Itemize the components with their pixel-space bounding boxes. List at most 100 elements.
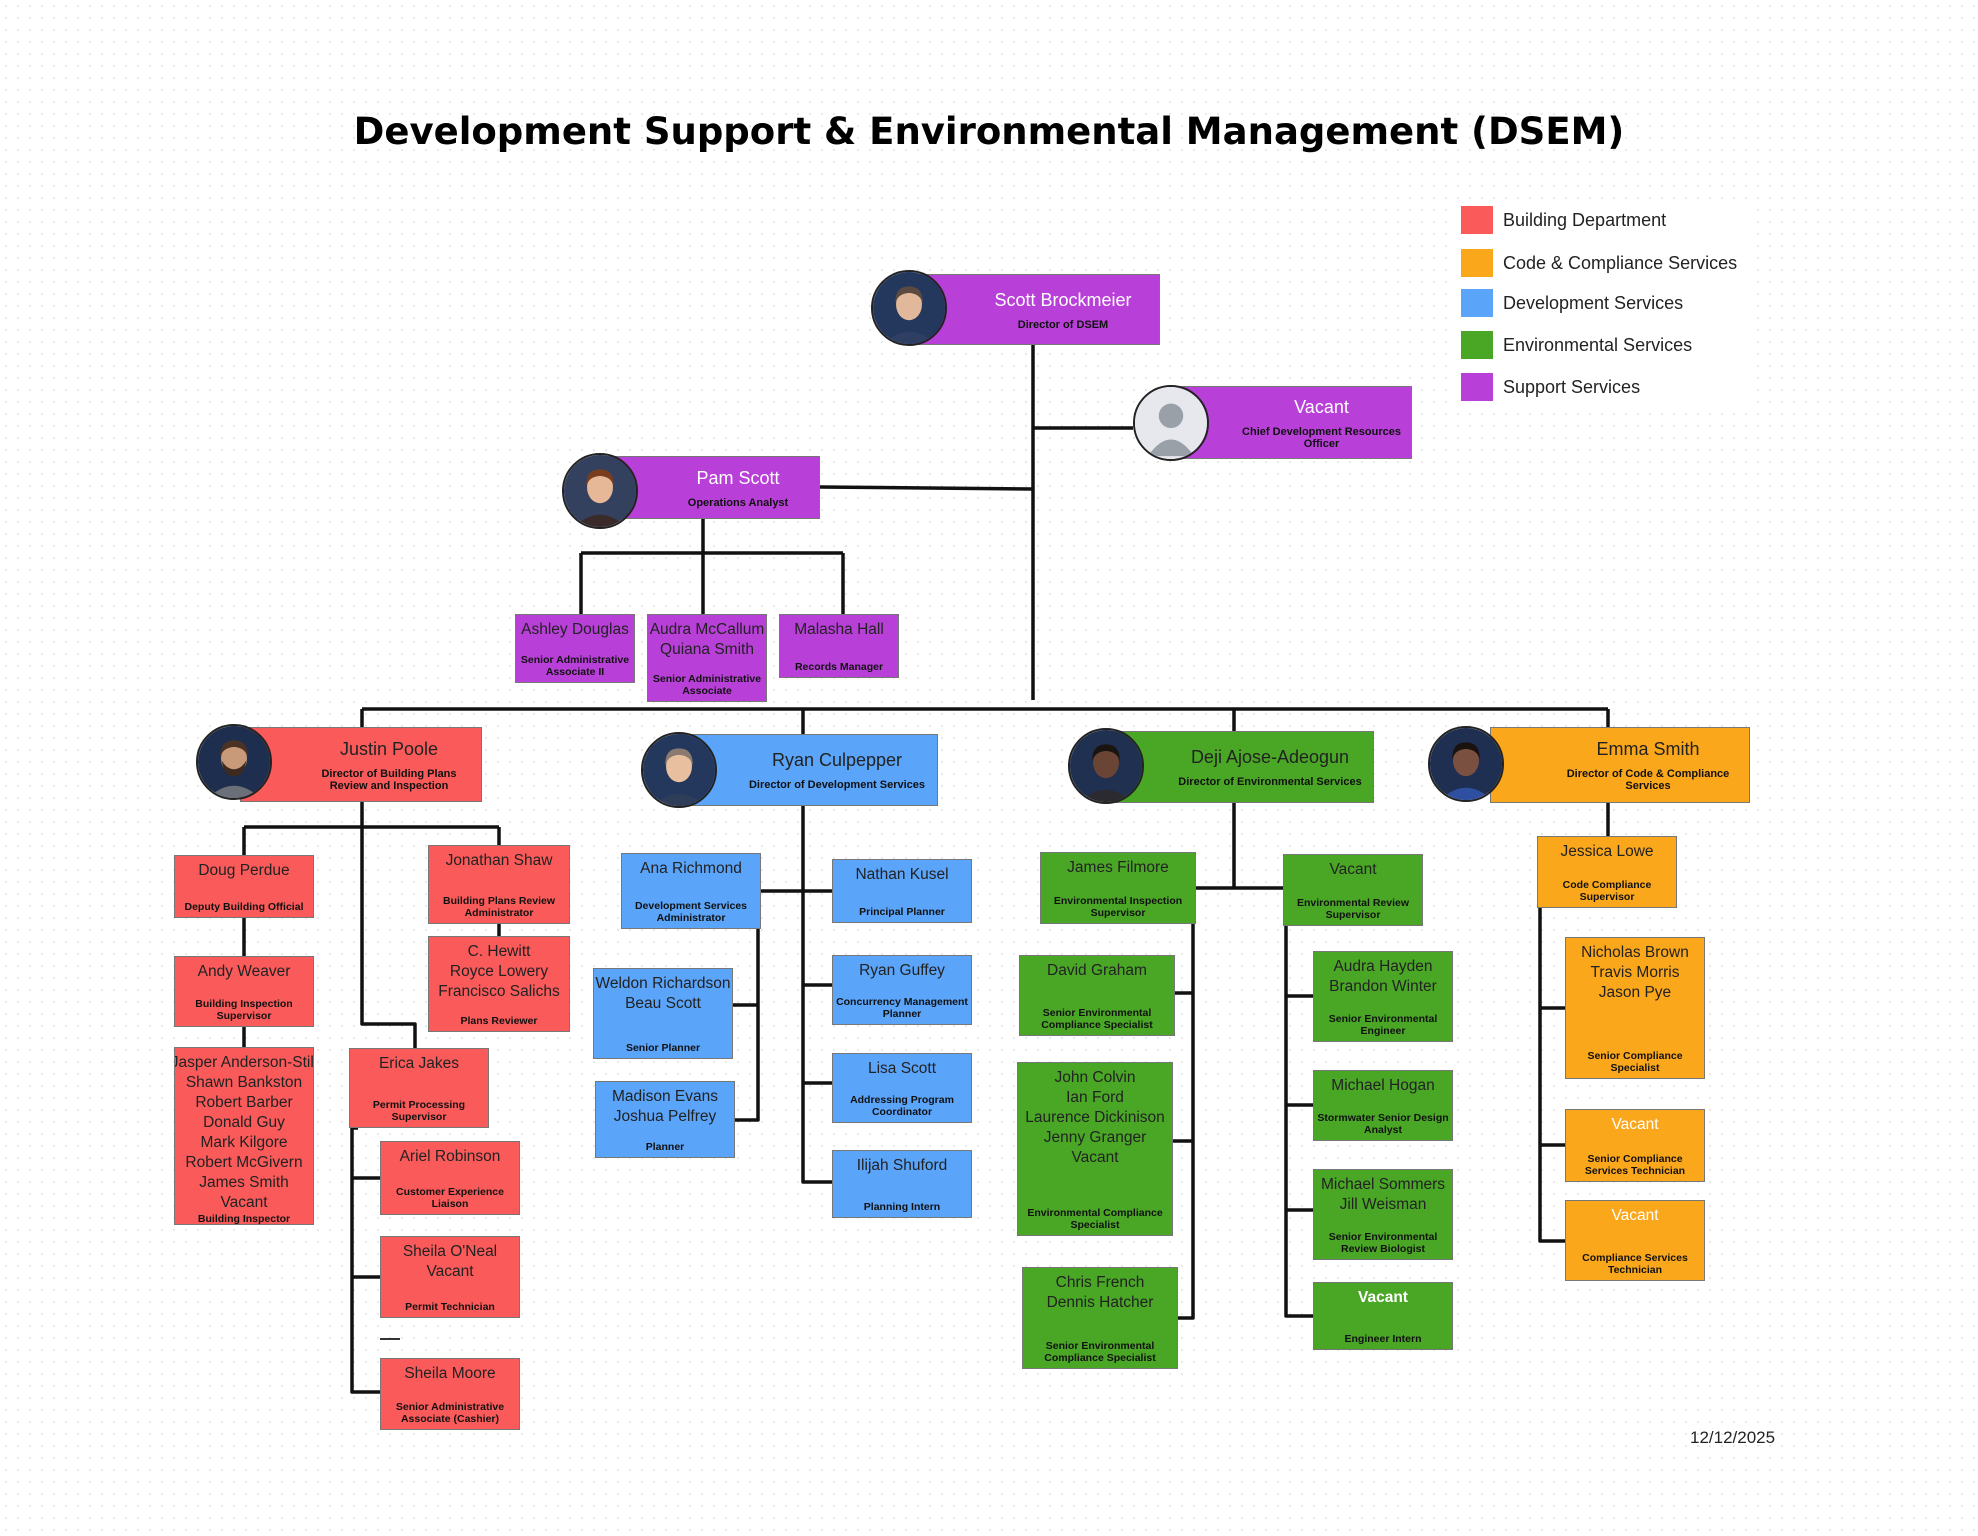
person-name: Chris French (1055, 1274, 1145, 1291)
person-name: Ryan Guffey (859, 962, 945, 979)
person-name: Andy Weaver (197, 963, 291, 980)
connector-line (1284, 926, 1313, 1318)
separator-dash (380, 1338, 400, 1340)
person-name: Jasper Anderson-Still (174, 1054, 314, 1071)
role-title: Stormwater Senior Design Analyst (1317, 1112, 1449, 1136)
page-title: Development Support & Environmental Mana… (353, 110, 1625, 153)
building-director-photo (196, 724, 272, 800)
connector-line (1178, 924, 1195, 1320)
role-title: Building Inspection Supervisor (195, 998, 293, 1022)
role-title: Records Manager (794, 661, 884, 673)
card-names: Vacant (1329, 860, 1376, 880)
legend-label-environmental: Environmental Services (1503, 335, 1693, 355)
person-name: David Graham (1047, 962, 1147, 979)
role-title: Operations Analyst (687, 496, 789, 509)
person-name: Vacant (220, 1194, 268, 1211)
card-names: Jessica Lowe (1560, 842, 1653, 862)
role-title: Customer Experience Liaison (396, 1186, 504, 1210)
person-name: Nathan Kusel (855, 866, 949, 883)
connector-line (801, 806, 832, 1184)
environmental-director-photo (1068, 728, 1144, 804)
person-name: Vacant (1294, 396, 1349, 417)
role-title: Senior Environmental Compliance Speciali… (1044, 1340, 1156, 1364)
legend-swatch-code (1461, 249, 1493, 277)
person-name: Ashley Douglas (521, 621, 629, 638)
role-title: Building Inspector (197, 1213, 291, 1225)
card-names: Doug Perdue (198, 861, 289, 881)
role-title: Development Services Administrator (634, 900, 748, 924)
person-name: Vacant (426, 1263, 474, 1280)
card-names: Pam Scott (696, 467, 779, 489)
person-name: Audra Hayden (1333, 958, 1433, 975)
person-name: Vacant (1358, 1289, 1408, 1306)
role-title: Director of Building Plans Review and In… (321, 767, 457, 792)
person-name: Robert Barber (195, 1094, 293, 1111)
role-title: Director of DSEM (1017, 318, 1109, 331)
person-name: Sheila O'Neal (402, 1243, 498, 1260)
role-title: Chief Development Resources Officer (1242, 425, 1401, 450)
role-title: Compliance Services Technician (1582, 1252, 1688, 1276)
card-names: James Filmore (1067, 858, 1169, 878)
person-name: Jessica Lowe (1560, 843, 1654, 860)
person-name: Michael Hogan (1331, 1077, 1435, 1094)
person-name: Michael Sommers (1320, 1176, 1446, 1193)
role-title: Concurrency Management Planner (836, 996, 968, 1020)
person-name: Shawn Bankston (185, 1074, 303, 1091)
legend: Building Department Code & Compliance Se… (1455, 200, 1755, 410)
legend-label-support: Support Services (1503, 377, 1641, 397)
person-name: Jonathan Shaw (445, 852, 553, 869)
person-name: Ian Ford (1066, 1089, 1124, 1106)
person-name: Ariel Robinson (399, 1148, 501, 1165)
person-name: Pam Scott (696, 467, 780, 488)
person-name: Justin Poole (339, 738, 439, 759)
card-names: Ashley Douglas (521, 620, 629, 640)
role-title: Permit Processing Supervisor (372, 1099, 466, 1123)
role-title: Senior Compliance Specialist (1587, 1050, 1683, 1074)
card-names: Justin Poole (340, 738, 438, 760)
role-title: Engineer Intern (1344, 1333, 1422, 1345)
person-name: Malasha Hall (794, 621, 884, 638)
person-name: Vacant (1071, 1149, 1119, 1166)
role-title: Senior Environmental Review Biologist (1328, 1231, 1438, 1255)
person-name: Ryan Culpepper (771, 750, 903, 770)
connector-line (819, 485, 1034, 491)
legend-swatch-support (1461, 373, 1493, 401)
person-name: C. Hewitt (467, 943, 531, 960)
legend-swatch-environmental (1461, 331, 1493, 359)
card-names: Michael Hogan (1331, 1076, 1434, 1096)
person-name: Jenny Granger (1043, 1129, 1147, 1146)
person-name: Weldon Richardson (595, 975, 731, 992)
person-name: Laurence Dickinison (1025, 1109, 1165, 1126)
person-name: Ana Richmond (640, 860, 742, 877)
legend-swatch-development (1461, 289, 1493, 317)
person-name: Lisa Scott (867, 1060, 937, 1077)
date-stamp: 12/12/2025 (1690, 1428, 1776, 1447)
legend-label-code: Code & Compliance Services (1503, 253, 1738, 273)
role-title: Director of Development Services (748, 779, 926, 791)
person-name: Robert McGivern (185, 1154, 303, 1171)
